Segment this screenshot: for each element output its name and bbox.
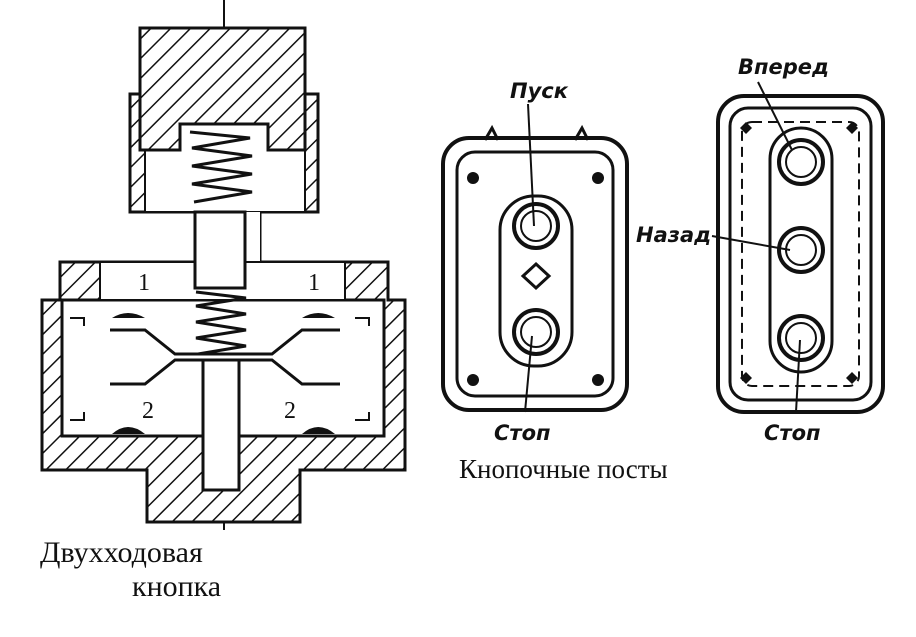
start-label: Пуск [510, 79, 569, 103]
back-label: Назад [636, 223, 711, 247]
back-button [777, 226, 825, 274]
station-b-inner [728, 106, 873, 402]
part-label-2-right: 2 [284, 398, 296, 424]
upper-spring [189, 130, 253, 204]
leader-line [795, 339, 801, 413]
station-forward-back-stop: Вперед Назад Стоп [636, 55, 885, 445]
station-b-outer [716, 94, 885, 414]
stop-label: Стоп [764, 421, 821, 445]
screw-icon [592, 172, 604, 184]
part-label-1-right: 1 [308, 270, 320, 296]
part-label-1-left: 1 [138, 270, 150, 296]
forward-button-cap [785, 146, 817, 178]
stop-label: Стоп [494, 421, 551, 445]
leader-line [527, 103, 535, 227]
leader-line [757, 81, 793, 151]
leader-line [524, 335, 533, 413]
station-b-button-plate [768, 126, 834, 374]
stations-caption: Кнопочные посты [459, 454, 668, 484]
forward-label: Вперед [738, 55, 829, 79]
screw-icon [592, 374, 604, 386]
screw-icon [846, 122, 858, 134]
screw-icon [740, 122, 752, 134]
two-way-button-section: 1 1 2 2 [40, 0, 407, 530]
stop-button-cap [785, 322, 817, 354]
two-way-button-caption-line1: Двухходовая [40, 536, 203, 569]
screw-icon [467, 374, 479, 386]
stop-button [512, 308, 560, 356]
station-a-outer [441, 136, 629, 412]
part-label-2-left: 2 [142, 398, 154, 424]
screw-icon [467, 172, 479, 184]
plunger-stem [193, 210, 247, 290]
terminal-clips [70, 317, 370, 421]
screw-icon [740, 372, 752, 384]
screw-icon [846, 372, 858, 384]
stop-button [777, 314, 825, 362]
station-start-stop: Пуск Стоп [441, 79, 629, 445]
two-way-button-caption-line2: кнопка [132, 570, 222, 603]
contact-bridge [110, 328, 340, 386]
fixed-contact-top-right [302, 313, 335, 318]
station-a-inner [455, 150, 615, 398]
start-button [512, 202, 560, 250]
fixed-contact-bottom-left [112, 427, 145, 434]
forward-button [777, 138, 825, 186]
station-a-top-clips [483, 124, 590, 141]
lower-spring [195, 290, 247, 356]
stop-button-cap [520, 316, 552, 348]
plunger-lower [201, 358, 241, 492]
fixed-contact-bottom-right [302, 427, 335, 434]
diamond-icon [520, 261, 552, 291]
leader-line [711, 235, 791, 251]
fixed-contact-top-left [112, 313, 145, 318]
push-cap [138, 26, 307, 152]
station-b-gasket [741, 121, 860, 387]
station-a-button-plate [498, 194, 574, 368]
start-button-cap [520, 210, 552, 242]
